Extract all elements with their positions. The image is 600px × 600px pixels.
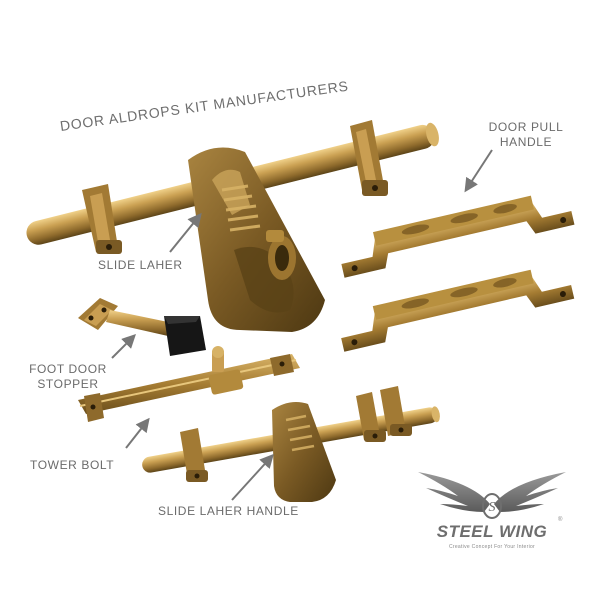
label-foot-door-stopper-line1: FOOT DOOR [29,362,107,376]
wings-icon: S [418,472,566,519]
label-tower-bolt: TOWER BOLT [30,458,115,472]
tower-bolt [78,346,300,422]
label-door-pull-handle-line2: HANDLE [499,135,553,149]
label-slide-laher-handle: SLIDE LAHER HANDLE [158,504,299,518]
brand-tagline: Creative Concept For Your Interior [448,544,536,550]
arrow-slide-laher [169,212,202,253]
svg-text:S: S [489,500,496,515]
arrow-foot-stopper [111,334,136,359]
label-slide-laher: SLIDE LAHER [98,258,183,272]
door-pull-handle-2 [341,269,575,352]
arrow-door-pull [464,149,493,193]
arrow-slide-laher-handle [231,453,274,501]
door-aldrop [26,120,439,332]
foot-door-stopper [78,298,206,356]
label-foot-door-stopper: FOOT DOOR STOPPER [18,362,118,392]
label-foot-door-stopper-line2: STOPPER [37,377,99,391]
label-door-pull-handle-line1: DOOR PULL [488,120,564,134]
registered-mark: ® [558,517,563,523]
slide-laher-handle [142,386,440,502]
brand-logo: S STEEL WING ® Creative Concept For Your… [412,462,572,562]
arrow-tower-bolt [125,417,150,449]
door-pull-handle-1 [341,195,575,278]
label-door-pull-handle: DOOR PULL HANDLE [476,120,576,150]
brand-name: STEEL WING [436,522,548,541]
